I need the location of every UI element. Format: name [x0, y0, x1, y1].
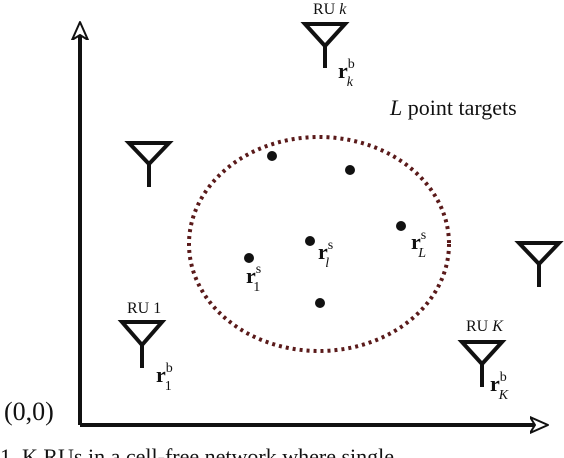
target-point — [345, 165, 355, 175]
targets-label: L point targets — [389, 95, 517, 120]
target-point — [244, 253, 254, 263]
ru-1-caption: RU 1 — [127, 300, 161, 317]
ru-left-antenna-icon — [124, 141, 174, 187]
ru-k-antenna-icon — [300, 22, 350, 68]
ru-1-antenna-icon — [117, 320, 167, 368]
target-region-boundary — [187, 135, 451, 353]
axes — [80, 30, 540, 425]
target-point — [305, 236, 315, 246]
target-point — [315, 298, 325, 308]
target-point — [267, 151, 277, 161]
origin-label: (0,0) — [4, 397, 54, 426]
ru-k-caption: RU k — [313, 1, 347, 18]
point-targets — [244, 151, 406, 308]
caption-fragment: 1. K RUs in a cell-free network where si… — [0, 444, 394, 458]
target-point — [396, 221, 406, 231]
ru-right-antenna-icon — [514, 241, 564, 287]
ru-K-caption: RU K — [466, 318, 504, 335]
ru-K-antenna-icon — [457, 340, 507, 387]
